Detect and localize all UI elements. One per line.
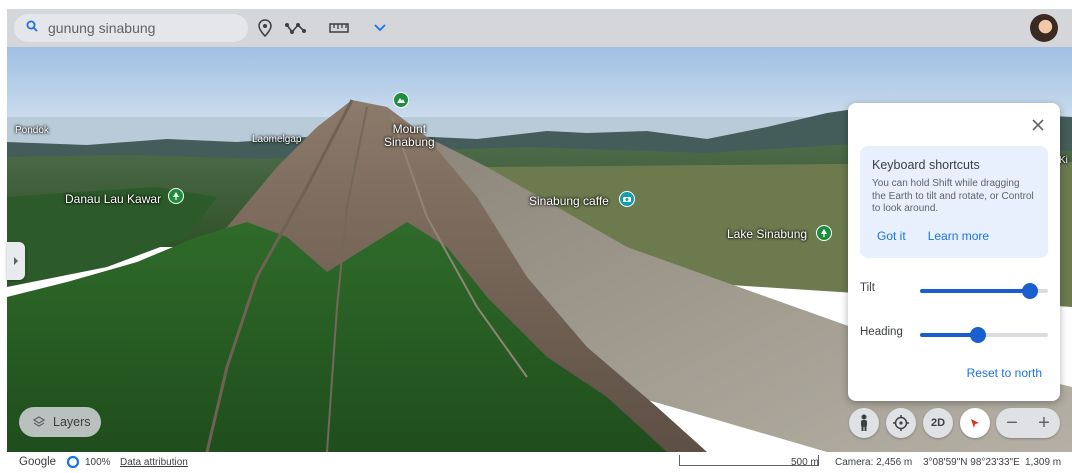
ruler-icon[interactable] [327,18,351,38]
tilt-slider[interactable] [920,283,1048,299]
scale-label: 500 m [791,457,819,468]
tilt-slider-fill [920,289,1031,293]
pegman-button[interactable] [849,408,879,438]
got-it-button[interactable]: Got it [877,229,906,243]
tilt-label: Tilt [860,282,875,294]
zoom-out-button[interactable]: − [1006,412,1018,434]
search-box[interactable] [14,14,248,42]
keyboard-shortcuts-title: Keyboard shortcuts [872,158,980,172]
learn-more-link[interactable]: Learn more [927,229,990,243]
compass-needle-icon [971,419,979,428]
search-input[interactable] [48,20,238,36]
top-toolbar [7,9,1072,47]
elevation-readout: 1,309 m [1025,457,1062,468]
peak-marker-icon[interactable] [393,92,409,108]
heading-slider-fill [920,333,978,337]
chevron-down-icon[interactable] [369,18,391,38]
layers-label: Layers [53,415,91,429]
tilt-slider-row: Tilt [860,280,1048,300]
search-icon[interactable] [26,19,38,37]
label-edge-ki[interactable]: Ki [1059,155,1068,166]
loading-ring-icon [66,455,80,472]
layers-icon [33,416,45,427]
pegman-icon [861,414,867,431]
google-logo-text: Google [19,456,57,468]
label-mount-sinabung[interactable]: Mount Sinabung [384,123,435,149]
label-sinabung-caffe[interactable]: Sinabung caffe [529,194,609,208]
tilt-slider-thumb[interactable] [1022,283,1039,299]
status-bar: Google 100% Data attribution 500 m Camer… [7,452,1072,473]
keyboard-shortcuts-card: Keyboard shortcuts You can hold Shift wh… [860,146,1048,258]
zoom-control: − + [996,408,1060,438]
label-mount-line2: Sinabung [384,135,435,149]
camera-marker-icon[interactable] [619,191,635,207]
label-pondok[interactable]: Pondok [15,125,49,136]
label-lake-sinabung[interactable]: Lake Sinabung [727,227,808,241]
crosshair-icon [893,415,909,431]
close-icon[interactable] [1030,117,1046,133]
heading-slider-row: Heading [860,324,1048,344]
camera-altitude: Camera: 2,456 m [835,457,913,468]
heading-slider[interactable] [920,327,1048,343]
label-mount-line1: Mount [392,122,427,136]
toggle-2d-button[interactable]: 2D [923,408,953,438]
avatar[interactable] [1030,14,1058,42]
compass-button[interactable] [960,408,990,438]
chevron-right-icon [14,257,18,265]
park-marker-icon[interactable] [168,188,184,204]
coordinates-readout: 3°08'59"N 98°23'33"E [923,457,1020,468]
my-location-button[interactable] [886,408,916,438]
place-pin-icon[interactable] [254,18,276,38]
heading-slider-thumb[interactable] [969,327,986,343]
park-marker-icon-2[interactable] [816,225,832,241]
side-panel-toggle[interactable] [7,242,25,280]
zoom-in-button[interactable]: + [1038,412,1050,434]
label-danau-lau-kawar[interactable]: Danau Lau Kawar [65,192,162,206]
heading-label: Heading [860,326,903,338]
scale-bar [679,455,819,466]
keyboard-shortcuts-text: You can hold Shift while dragging the Ea… [872,178,1034,214]
label-laomelgap[interactable]: Laomelgap [252,134,302,145]
path-icon[interactable] [283,18,309,38]
zoom-percent: 100% [85,457,111,468]
layers-button[interactable]: Layers [19,407,101,437]
data-attribution-link[interactable]: Data attribution [120,457,188,468]
reset-to-north-button[interactable]: Reset to north [966,366,1042,380]
view-settings-panel: Keyboard shortcuts You can hold Shift wh… [848,103,1060,401]
